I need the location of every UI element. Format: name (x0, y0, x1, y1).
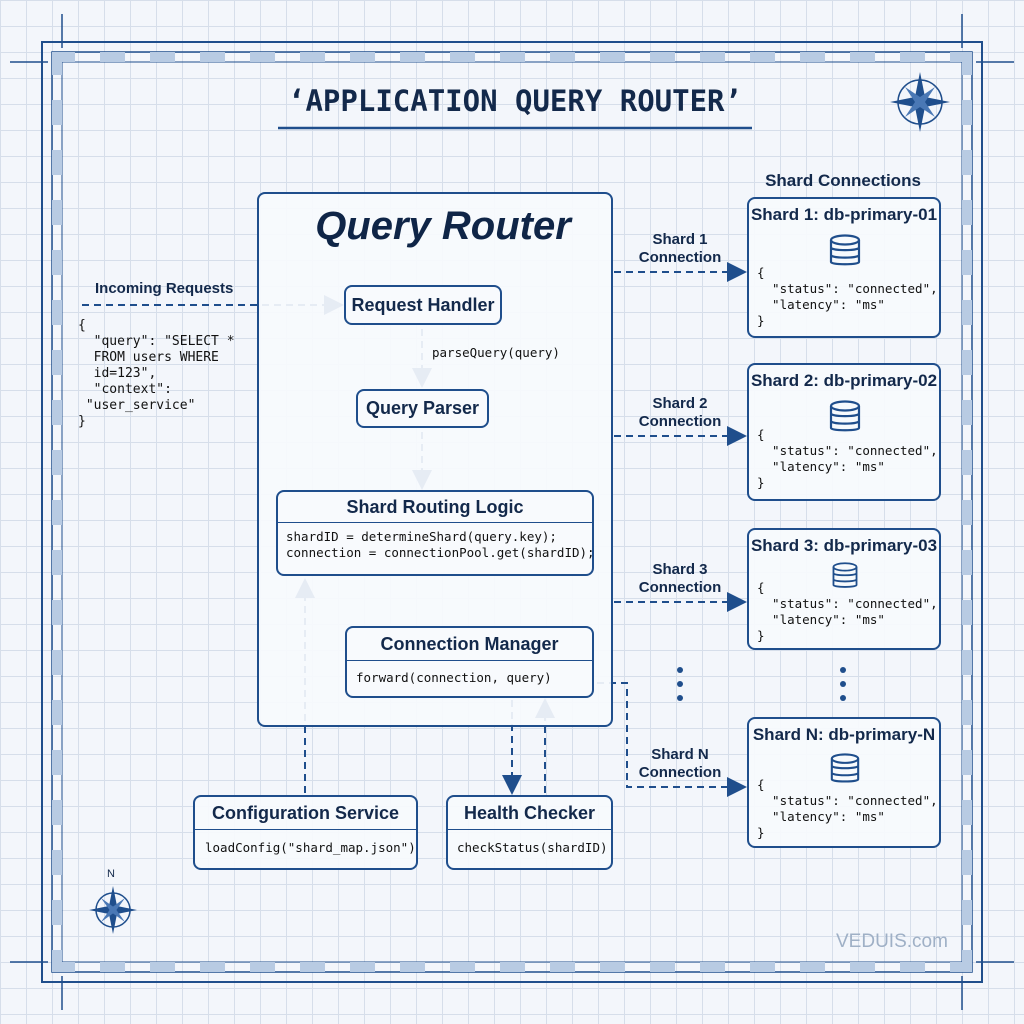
page-title: ‘APPLICATION QUERY ROUTER’ (288, 84, 742, 118)
database-icon (830, 753, 860, 783)
health-checker-title: Health Checker (448, 797, 611, 830)
shard-title: Shard N: db-primary-N (752, 725, 936, 744)
database-icon (829, 234, 861, 266)
shard-title: Shard 2: db-primary-02 (750, 371, 938, 390)
connection-label-shardN: Shard N Connection (638, 746, 722, 781)
health-checker-code: checkStatus(shardID) (457, 840, 608, 855)
connection-manager-code: forward(connection, query) (356, 670, 552, 685)
shard-node-N: Shard N: db-primary-N { "status": "conne… (747, 717, 941, 848)
shard-connections-title: Shard Connections (765, 171, 921, 190)
shard-status: { "status": "connected", "latency": "ms"… (757, 427, 938, 490)
connection-manager-title: Connection Manager (347, 628, 592, 661)
compass-rose-icon (890, 72, 950, 132)
shard-node-2: Shard 2: db-primary-02 { "status": "conn… (747, 363, 941, 501)
compass-rose-icon (89, 886, 137, 934)
health-checker-node: Health Checker checkStatus(shardID) (446, 795, 613, 870)
configuration-service-code: loadConfig("shard_map.json") (205, 840, 416, 855)
configuration-service-title: Configuration Service (195, 797, 416, 830)
shard-node-3: Shard 3: db-primary-03 { "status": "conn… (747, 528, 941, 650)
shard-node-1: Shard 1: db-primary-01 { "status": "conn… (747, 197, 941, 338)
request-handler-node: Request Handler (344, 285, 502, 325)
parse-query-label: parseQuery(query) (432, 345, 560, 360)
query-parser-node: Query Parser (356, 389, 489, 428)
connection-manager-node: Connection Manager forward(connection, q… (345, 626, 594, 698)
connection-label-shard1: Shard 1 Connection (638, 231, 722, 266)
shard-title: Shard 1: db-primary-01 (750, 205, 938, 224)
shard-routing-code: shardID = determineShard(query.key); con… (286, 529, 595, 560)
database-icon (829, 400, 861, 432)
connection-label-shard2: Shard 2 Connection (638, 395, 722, 430)
shard-title: Shard 3: db-primary-03 (750, 536, 938, 555)
configuration-service-node: Configuration Service loadConfig("shard_… (193, 795, 418, 870)
compass-label: N (107, 868, 115, 880)
shard-routing-logic-node: Shard Routing Logic shardID = determineS… (276, 490, 595, 576)
connection-label-shard3: Shard 3 Connection (638, 561, 722, 596)
watermark: VEDUIS.com (836, 931, 948, 952)
database-icon (832, 562, 858, 588)
incoming-requests-label: Incoming Requests (95, 280, 234, 297)
query-router-title: Query Router (315, 204, 571, 248)
shard-status: { "status": "connected", "latency": "ms"… (757, 580, 938, 643)
shard-status: { "status": "connected", "latency": "ms"… (757, 265, 938, 328)
shard-routing-title: Shard Routing Logic (278, 492, 592, 523)
incoming-request-payload: { "query": "SELECT * FROM users WHERE id… (78, 318, 235, 429)
ellipsis-dots (677, 667, 846, 701)
frame (10, 14, 1014, 1010)
shard-status: { "status": "connected", "latency": "ms"… (757, 777, 938, 840)
